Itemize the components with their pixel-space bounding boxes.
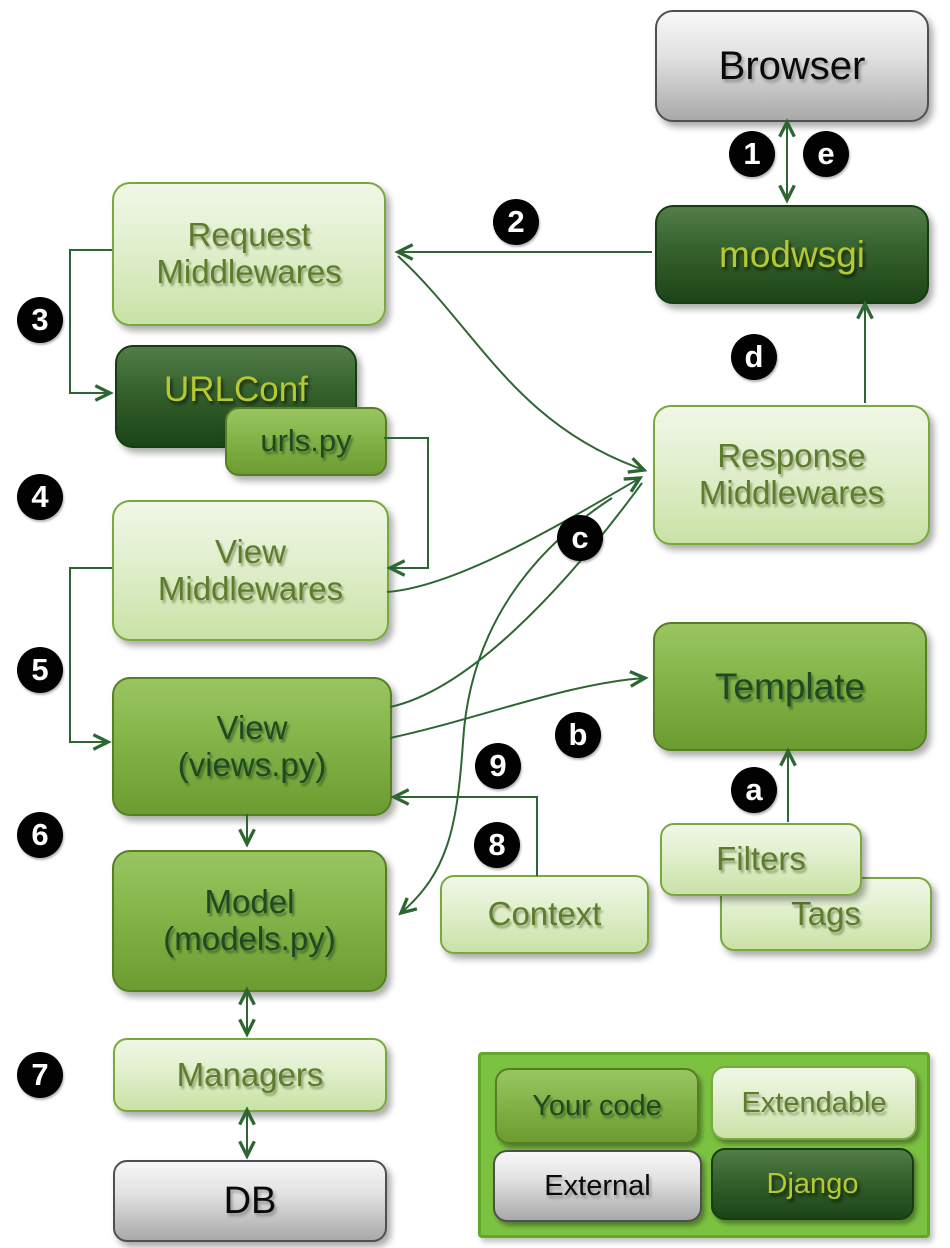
step-badge-6: 6 — [17, 812, 63, 858]
step-badge-2: 2 — [493, 199, 539, 245]
node-browser: Browser — [655, 10, 929, 122]
step-badge-a: a — [731, 767, 777, 813]
node-context: Context — [440, 875, 649, 954]
step-badge-4: 4 — [17, 474, 63, 520]
step-badge-7: 7 — [17, 1052, 63, 1098]
node-urls-py: urls.py — [225, 407, 387, 476]
node-template: Template — [653, 622, 927, 751]
step-badge-8: 8 — [474, 822, 520, 868]
step-badge-1: 1 — [729, 131, 775, 177]
legend-extendable: Extendable — [711, 1066, 917, 1140]
node-managers: Managers — [113, 1038, 387, 1112]
step-badge-9: 9 — [475, 743, 521, 789]
step-badge-b: b — [555, 712, 601, 758]
elbow-request-middlewares-urlconf — [69, 249, 112, 393]
curve-view-template — [389, 678, 645, 739]
node-request-middlewares: Request Middlewares — [112, 182, 386, 326]
step-badge-e: e — [803, 131, 849, 177]
node-modwsgi: modwsgi — [655, 205, 929, 304]
step-badge-c: c — [557, 515, 603, 561]
legend-external: External — [493, 1150, 702, 1222]
curve-view-response-mw — [389, 482, 643, 708]
legend: Your code Extendable External Django — [478, 1052, 930, 1238]
curve-request-mw-response-mw — [397, 255, 644, 470]
elbow-view-middlewares-view — [69, 567, 112, 742]
step-badge-5: 5 — [17, 647, 63, 693]
node-view-middlewares: View Middlewares — [112, 500, 389, 641]
step-badge-d: d — [731, 334, 777, 380]
step-badge-3: 3 — [17, 297, 63, 343]
elbow-urls-py-view-middlewares — [384, 437, 429, 568]
node-filters: Filters — [660, 823, 862, 896]
node-model: Model (models.py) — [112, 850, 387, 992]
node-db: DB — [113, 1160, 387, 1242]
legend-your-code: Your code — [495, 1068, 699, 1144]
legend-django: Django — [711, 1148, 914, 1220]
node-response-middlewares: Response Middlewares — [653, 405, 930, 545]
node-view: View (views.py) — [112, 677, 392, 816]
